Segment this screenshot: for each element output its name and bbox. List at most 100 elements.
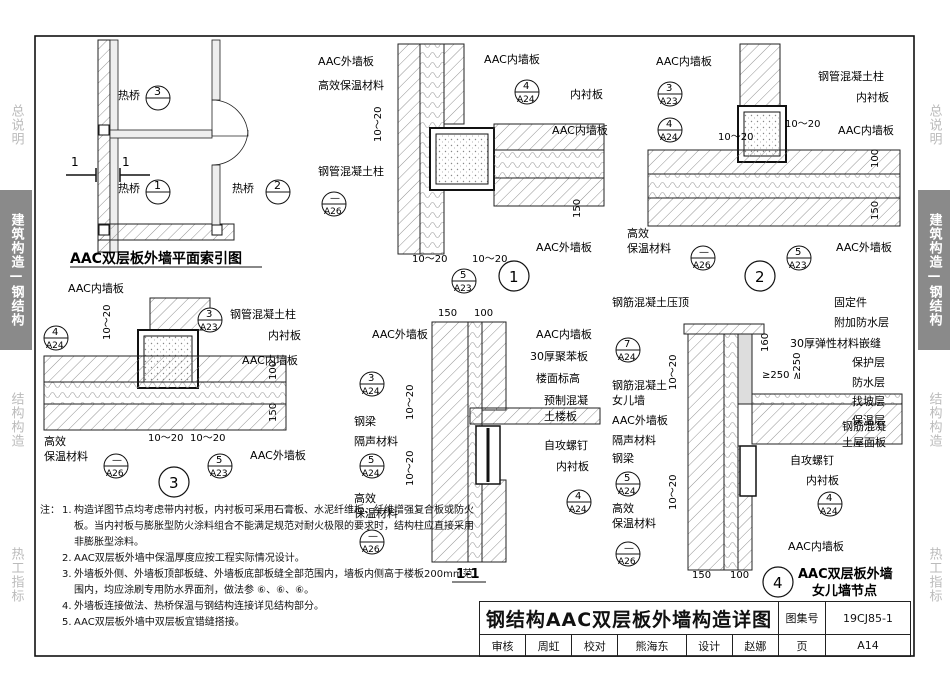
d4-caption-1: AAC双层板外墙	[798, 566, 893, 582]
plan-ref-3: 3	[154, 85, 161, 98]
detail-4: 钢筋混凝土压顶 固定件 附加防水层 30厚弹性材料嵌缝 保护层 防水层 找坡层 …	[612, 295, 903, 599]
d1-ref-b-top: —	[330, 193, 340, 204]
hot-bridge-label-1: 热桥	[118, 182, 140, 195]
drawing-title: 钢结构AAC双层板外墙构造详图	[479, 601, 779, 635]
d4-label-inner-wall: AAC内墙板	[788, 539, 844, 553]
d4-label-protect: 保护层	[852, 355, 885, 369]
hot-bridge-label-3: 热桥	[118, 89, 140, 102]
plan-title: AAC双层板外墙平面索引图	[70, 250, 242, 267]
d2-ref-a-bottom: A23	[660, 97, 678, 107]
note-4-num: 4.	[62, 601, 72, 612]
s11-label-floor-level: 楼面标高	[536, 371, 580, 385]
d1-number: 1	[509, 268, 519, 286]
title-block: 钢结构AAC双层板外墙构造详图 图集号 19CJ85-1 审核 周虹 校对 熊海…	[478, 601, 911, 657]
side-tab-right-general[interactable]: 总说明	[926, 104, 942, 146]
d4-label-beam: 钢梁	[612, 451, 634, 465]
side-tab-right-thermal[interactable]: 热工指标	[926, 547, 942, 603]
d4-label-acoustic: 隔声材料	[612, 433, 656, 447]
d4-dim-150: 150	[692, 570, 711, 581]
s11-ref-b-bottom: A24	[362, 469, 380, 479]
d2-label-column: 钢管混凝土柱	[818, 69, 884, 83]
d3-ref-d-bottom: A23	[210, 469, 228, 479]
d2-label-inner-wall-2: AAC内墙板	[838, 123, 894, 137]
d3-ref-a-bottom: A23	[200, 323, 218, 333]
d4-label-rc-2: 女儿墙	[612, 393, 645, 407]
d2-ref-d-top: 5	[795, 247, 801, 258]
d2-dim-c: 100	[870, 149, 881, 168]
d4-dim-a: 10～20	[668, 355, 679, 390]
d2-label-outer-wall: AAC外墙板	[836, 240, 892, 254]
d2-ref-b-top: 4	[666, 119, 672, 130]
note-2-num: 2.	[62, 553, 72, 564]
s11-dim-150: 150	[438, 308, 457, 319]
d4-number: 4	[773, 574, 783, 592]
hot-bridge-label-2: 热桥	[232, 182, 254, 195]
d2-ref-c-bottom: A26	[693, 261, 711, 271]
d4-label-fixing: 固定件	[834, 295, 867, 309]
d1-label-lining: 内衬板	[570, 87, 603, 101]
s11-ref-a-top: 3	[368, 373, 374, 384]
s11-ref-a-bottom: A24	[362, 387, 380, 397]
side-tab-left-general[interactable]: 总说明	[8, 104, 24, 146]
d4-ref-d-top: —	[624, 543, 634, 554]
d3-label-high: 高效	[44, 434, 66, 448]
d1-ref-c-top: 5	[460, 270, 466, 281]
d1-ref-a-bottom: A24	[517, 95, 535, 105]
plan-ref-1: 1	[154, 179, 161, 192]
s11-label-beam: 钢梁	[354, 414, 376, 428]
detail-2: AAC内墙板 钢管混凝土柱 内衬板 AAC内墙板 高效 保温材料 AAC外墙板 …	[627, 43, 901, 292]
s11-label-lining: 内衬板	[556, 459, 589, 473]
s11-ref-c-top: 4	[575, 491, 581, 502]
check-name: 熊海东	[617, 634, 687, 657]
d4-ref-b-bottom: A24	[618, 487, 636, 497]
d4-dim-d: ≥250	[792, 353, 803, 380]
d4-ref-a-top: 7	[624, 339, 630, 350]
d2-ref-c-top: —	[699, 247, 709, 258]
d4-label-rc-1: 钢筋混凝土	[612, 378, 667, 392]
s11-label-insulation: 保温材料	[354, 506, 398, 520]
section-1-1: AAC外墙板 AAC内墙板 30厚聚苯板 楼面标高 预制混凝 土楼板 钢梁 隔声…	[354, 308, 601, 583]
d2-label-inner-wall: AAC内墙板	[656, 54, 712, 68]
note-3-num: 3.	[62, 569, 72, 580]
d3-label-insulation: 保温材料	[44, 449, 88, 463]
d3-label-outer-wall: AAC外墙板	[250, 448, 306, 462]
s11-dim-b: 10～20	[405, 451, 416, 486]
s11-ref-b-top: 5	[368, 455, 374, 466]
s11-dim-100: 100	[474, 308, 493, 319]
s11-label-screw: 自攻螺钉	[544, 438, 588, 452]
section-mark-left: 1	[71, 155, 79, 169]
d1-label-inner-wall-2: AAC内墙板	[552, 123, 608, 137]
d4-ref-b-top: 5	[624, 473, 630, 484]
s11-label-eps: 30厚聚苯板	[530, 349, 588, 363]
d1-label-column: 钢管混凝土柱	[318, 164, 384, 178]
atlas-number: 19CJ85-1	[825, 601, 911, 635]
d4-label-insulation: 保温材料	[612, 516, 656, 530]
atlas-label: 图集号	[778, 601, 826, 635]
s11-title: 1-1	[456, 567, 480, 582]
note-2: AAC双层板外墙中保温厚度应按工程实际情况设计。	[74, 553, 305, 564]
d3-label-column: 钢管混凝土柱	[230, 307, 296, 321]
side-tab-left-architecture-steel[interactable]: 建筑构造—钢结构	[0, 190, 32, 350]
d3-number: 3	[169, 474, 179, 492]
side-tab-right-structure[interactable]: 结构构造	[926, 392, 942, 448]
d3-ref-b-bottom: A24	[46, 341, 64, 351]
plan-ref-2: 2	[274, 179, 281, 192]
d3-dim-c: 10～20	[190, 433, 225, 444]
side-tab-left-thermal[interactable]: 热工指标	[8, 547, 24, 603]
side-tab-right-architecture-steel[interactable]: 建筑构造—钢结构	[918, 190, 950, 350]
side-tab-left-structure[interactable]: 结构构造	[8, 392, 24, 448]
detail-1: AAC外墙板 高效保温材料 AAC内墙板 内衬板 AAC内墙板 钢管混凝土柱 A…	[318, 43, 608, 294]
d4-ref-c-top: 4	[826, 493, 832, 504]
d1-dim-c: 10～20	[472, 254, 507, 265]
s11-label-precast-1: 预制混凝	[544, 393, 588, 407]
notes-block: 注：1.构造详图节点均考虑带内衬板，内衬板可采用石膏板、水泥纤维板、纤维增强复合…	[40, 503, 480, 631]
d1-dim-d: 150	[572, 199, 583, 218]
d4-label-extra-waterproof: 附加防水层	[834, 315, 889, 329]
s11-dim-a: 10～20	[405, 385, 416, 420]
d4-label-screw: 自攻螺钉	[790, 453, 834, 467]
notes-lead: 注：	[40, 505, 60, 516]
check-label: 校对	[571, 634, 619, 657]
d1-label-inner-wall: AAC内墙板	[484, 52, 540, 66]
review-name: 周虹	[525, 634, 573, 657]
note-5-num: 5.	[62, 617, 72, 628]
